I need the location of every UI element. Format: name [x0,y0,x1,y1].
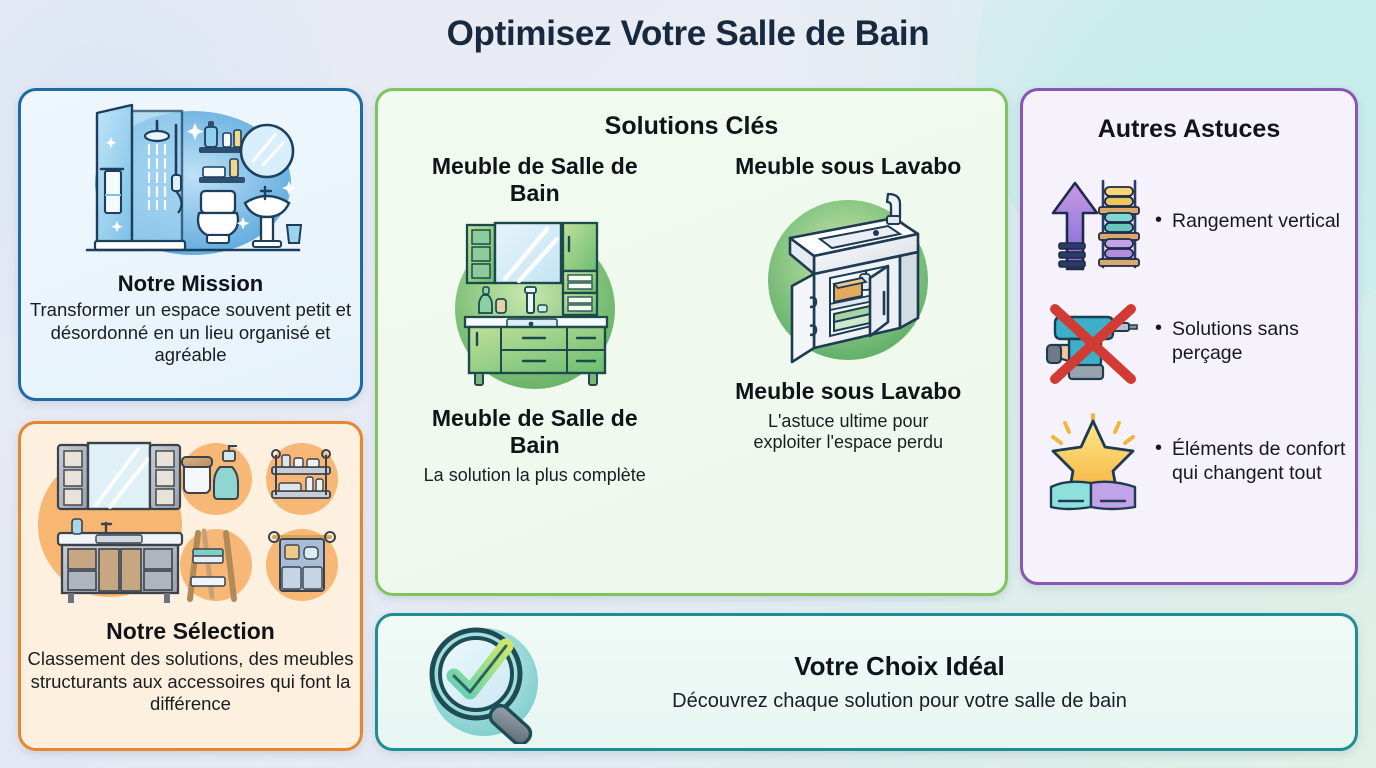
solution-bottom-title: Meuble de Salle de Bain [431,404,638,458]
card-votre-choix-ideal: Votre Choix Idéal Découvrez chaque solut… [375,613,1358,751]
solution-subtitle: L'astuce ultime pour exploiter l'espace … [753,410,944,453]
card-notre-mission: Notre Mission Transformer un espace souv… [18,88,363,401]
solution-subtitle: La solution la plus complète [423,464,646,485]
bathroom-scene-icon [21,91,360,269]
banner-subtitle: Découvrez chaque solution pour votre sal… [672,690,1127,712]
list-item: • Solutions sans perçage [1023,282,1355,402]
card-title: Notre Mission [117,271,264,296]
tips-list: • Rangement vertical [1023,162,1355,522]
card-notre-selection: Notre Sélection Classement des solutions… [18,421,363,751]
solution-top-title: Meuble sous Lavabo [735,153,962,179]
tip-label: Éléments de confort qui changent tout [1172,438,1346,484]
bullet-icon: • [1155,317,1163,340]
card-autres-astuces: Autres Astuces [1020,88,1358,585]
green-vanity-unit-icon [435,213,635,399]
list-item: • Éléments de confort qui changent tout [1023,402,1355,522]
card-description: Transformer un espace souvent petit et d… [29,299,352,366]
card-description: Classement des solutions, des meubles st… [27,648,354,715]
star-towels-comfort-icon [1045,413,1141,511]
tip-label: Rangement vertical [1172,210,1341,233]
magnifier-checkmark-icon [414,620,564,746]
bullet-icon: • [1155,437,1163,460]
vertical-storage-arrow-shelf-icon [1045,173,1141,271]
tip-text-wrapper: • Solutions sans perçage [1155,318,1355,366]
solution-column-meuble-salle-de-bain: Meuble de Salle de Bain [378,153,692,486]
solution-bottom-title: Meuble sous Lavabo [735,377,962,404]
solution-top-title: Meuble de Salle de Bain [431,153,638,206]
tip-label: Solutions sans perçage [1172,318,1299,364]
bathroom-products-grid-icon [21,424,360,614]
choice-text-block: Votre Choix Idéal Découvrez chaque solut… [564,651,1355,713]
card-solutions-cles: Solutions Clés Meuble de Salle de Bain [375,88,1008,596]
bullet-icon: • [1155,209,1163,232]
solutions-grid: Meuble de Salle de Bain [378,153,1005,486]
card-title: Notre Sélection [106,618,275,644]
no-drilling-crossed-drill-icon [1045,293,1141,391]
under-sink-cabinet-icon [748,186,948,372]
panel-heading: Solutions Clés [604,112,779,140]
panel-heading: Autres Astuces [1097,115,1281,143]
banner-title: Votre Choix Idéal [794,651,1005,681]
page-title: Optimisez Votre Salle de Bain [446,14,930,53]
tip-text-wrapper: • Rangement vertical [1155,210,1340,234]
tip-text-wrapper: • Éléments de confort qui changent tout [1155,438,1355,486]
list-item: • Rangement vertical [1023,162,1355,282]
solution-column-meuble-sous-lavabo: Meuble sous Lavabo [692,153,1006,486]
